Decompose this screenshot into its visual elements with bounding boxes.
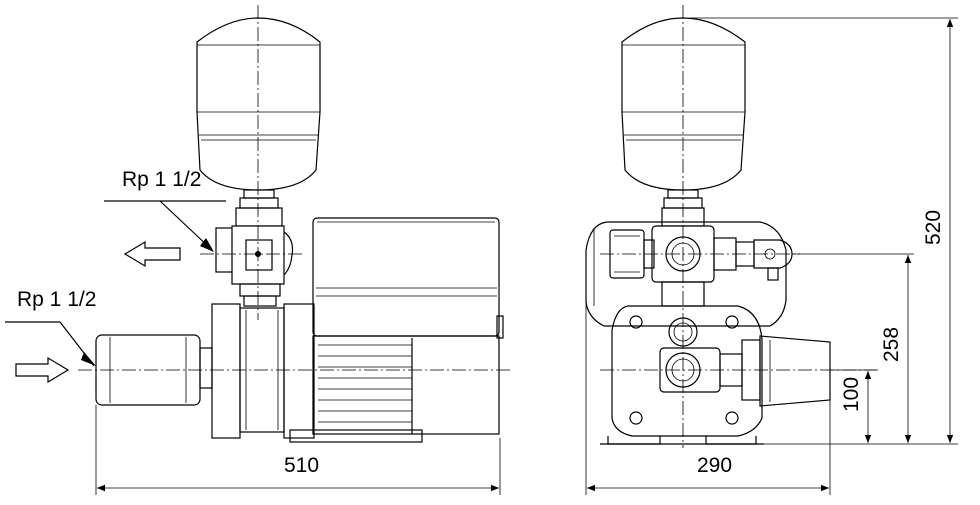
outlet-flow-arrow	[123, 240, 181, 268]
inlet-flow-arrow	[15, 356, 70, 384]
inlet-connection-label: Rp 1 1/2	[17, 288, 96, 311]
inlet-height-dimension-label: 100	[840, 377, 863, 412]
inlet-leader-line	[5, 321, 95, 367]
pump-casing-side	[199, 303, 315, 439]
height-dimension-label: 520	[922, 210, 945, 245]
controller-housing-front	[585, 221, 787, 327]
pump-casing-front	[611, 281, 831, 437]
pressure-tank-front	[621, 17, 746, 209]
motor-side	[289, 217, 504, 443]
outlet-leader-line	[104, 200, 226, 250]
pressure-tank-side	[196, 17, 321, 209]
outlet-connection-label: Rp 1 1/2	[122, 168, 201, 191]
outlet-manifold-front	[643, 207, 793, 283]
base-feet-front	[600, 436, 764, 445]
side-view: Rp 1 1/2 Rp 1 1/2 510	[5, 5, 510, 495]
outlet-fitting-side	[215, 207, 294, 307]
length-dimension-label: 510	[284, 454, 319, 477]
front-view: 520 258 100 290	[585, 5, 958, 495]
outlet-height-dimension-label: 258	[880, 327, 903, 362]
width-dimension-label: 290	[697, 454, 732, 477]
